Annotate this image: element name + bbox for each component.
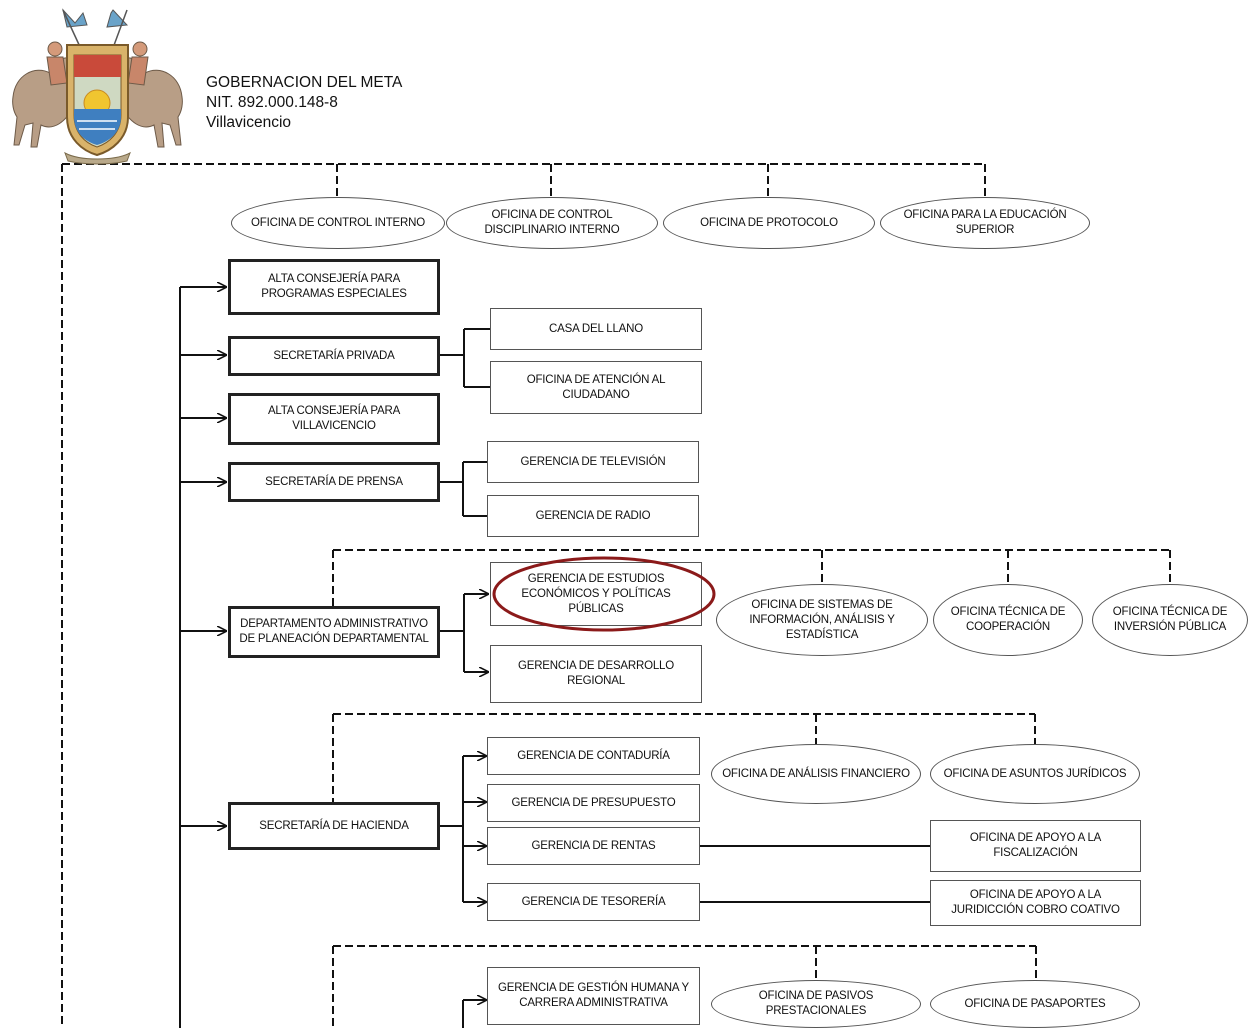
office-label: OFICINA PARA LA EDUCACIÓN SUPERIOR <box>903 209 1067 236</box>
office-cooperacion: OFICINA TÉCNICA DE COOPERACIÓN <box>933 584 1083 656</box>
unit-label: DEPARTAMENTO ADMINISTRATIVO DE PLANEACIÓ… <box>239 618 429 645</box>
unit-gerencia-estudios: GERENCIA DE ESTUDIOS ECONÓMICOS Y POLÍTI… <box>490 562 702 626</box>
office-analisis-financiero: OFICINA DE ANÁLISIS FINANCIERO <box>711 744 921 804</box>
office-apoyo-cobro-coativo: OFICINA DE APOYO A LA JURIDICCIÓN COBRO … <box>930 880 1141 926</box>
unit-label: ALTA CONSEJERÍA PARA PROGRAMAS ESPECIALE… <box>261 273 407 300</box>
unit-alta-consejeria-programas: ALTA CONSEJERÍA PARA PROGRAMAS ESPECIALE… <box>228 259 440 315</box>
office-pasivos-prestacionales: OFICINA DE PASIVOS PRESTACIONALES <box>711 980 921 1028</box>
unit-label: GERENCIA DE GESTIÓN HUMANA Y CARRERA ADM… <box>497 982 689 1009</box>
unit-label: SECRETARÍA DE HACIENDA <box>259 819 409 832</box>
office-label: OFICINA DE CONTROL DISCIPLINARIO INTERNO <box>484 209 620 236</box>
unit-gerencia-tesoreria: GERENCIA DE TESORERÍA <box>487 883 700 921</box>
unit-casa-del-llano: CASA DEL LLANO <box>490 308 702 350</box>
office-label: OFICINA DE ASUNTOS JURÍDICOS <box>943 767 1127 780</box>
office-label: OFICINA DE APOYO A LA FISCALIZACIÓN <box>969 832 1102 859</box>
office-label: OFICINA DE PASIVOS PRESTACIONALES <box>758 990 874 1017</box>
office-label: OFICINA DE ANÁLISIS FINANCIERO <box>722 767 910 780</box>
office-apoyo-fiscalizacion: OFICINA DE APOYO A LA FISCALIZACIÓN <box>930 820 1141 872</box>
unit-label: GERENCIA DE ESTUDIOS ECONÓMICOS Y POLÍTI… <box>521 572 671 615</box>
unit-label: GERENCIA DE RENTAS <box>531 839 656 852</box>
unit-label: GERENCIA DE RADIO <box>535 509 651 522</box>
unit-oficina-atencion-ciudadano: OFICINA DE ATENCIÓN AL CIUDADANO <box>490 361 702 414</box>
unit-label: GERENCIA DE PRESUPUESTO <box>511 796 676 809</box>
office-sistemas-informacion: OFICINA DE SISTEMAS DE INFORMACIÓN, ANÁL… <box>716 584 928 656</box>
unit-label: OFICINA DE ATENCIÓN AL CIUDADANO <box>526 373 666 401</box>
unit-secretaria-privada: SECRETARÍA PRIVADA <box>228 336 440 376</box>
unit-gerencia-presupuesto: GERENCIA DE PRESUPUESTO <box>487 784 700 822</box>
office-asuntos-juridicos: OFICINA DE ASUNTOS JURÍDICOS <box>930 744 1140 804</box>
office-label: OFICINA TÉCNICA DE COOPERACIÓN <box>950 606 1066 633</box>
office-label: OFICINA DE PASAPORTES <box>964 997 1106 1010</box>
unit-gerencia-contaduria: GERENCIA DE CONTADURÍA <box>487 737 700 775</box>
office-inversion-publica: OFICINA TÉCNICA DE INVERSIÓN PÚBLICA <box>1092 584 1248 656</box>
unit-label: GERENCIA DE TESORERÍA <box>521 895 666 908</box>
unit-gerencia-gestion-humana: GERENCIA DE GESTIÓN HUMANA Y CARRERA ADM… <box>487 967 700 1025</box>
unit-label: GERENCIA DE CONTADURÍA <box>517 749 670 762</box>
unit-gerencia-radio: GERENCIA DE RADIO <box>487 495 699 537</box>
office-label: OFICINA DE PROTOCOLO <box>700 216 838 229</box>
unit-label: SECRETARÍA PRIVADA <box>273 349 395 362</box>
office-educacion-superior: OFICINA PARA LA EDUCACIÓN SUPERIOR <box>880 197 1090 249</box>
unit-label: ALTA CONSEJERÍA PARA VILLAVICENCIO <box>267 405 401 432</box>
unit-label: GERENCIA DE TELEVISIÓN <box>520 455 666 468</box>
office-control-interno: OFICINA DE CONTROL INTERNO <box>231 197 445 249</box>
office-protocolo: OFICINA DE PROTOCOLO <box>663 197 875 249</box>
city-name: Villavicencio <box>206 114 292 131</box>
office-label: OFICINA TÉCNICA DE INVERSIÓN PÚBLICA <box>1112 606 1228 633</box>
unit-departamento-planeacion: DEPARTAMENTO ADMINISTRATIVO DE PLANEACIÓ… <box>228 606 440 658</box>
office-control-disciplinario: OFICINA DE CONTROL DISCIPLINARIO INTERNO <box>446 197 658 249</box>
unit-secretaria-prensa: SECRETARÍA DE PRENSA <box>228 462 440 502</box>
unit-gerencia-desarrollo: GERENCIA DE DESARROLLO REGIONAL <box>490 645 702 703</box>
unit-label: SECRETARÍA DE PRENSA <box>265 475 403 488</box>
office-pasaportes: OFICINA DE PASAPORTES <box>930 980 1140 1028</box>
unit-secretaria-hacienda: SECRETARÍA DE HACIENDA <box>228 802 440 850</box>
office-label: OFICINA DE SISTEMAS DE INFORMACIÓN, ANÁL… <box>749 598 895 641</box>
coat-of-arms-logo <box>12 8 183 165</box>
office-label: OFICINA DE APOYO A LA JURIDICCIÓN COBRO … <box>951 889 1120 916</box>
highlight-ellipse <box>492 556 716 632</box>
unit-gerencia-television: GERENCIA DE TELEVISIÓN <box>487 441 699 483</box>
unit-label: CASA DEL LLANO <box>549 322 643 335</box>
unit-alta-consejeria-villavicencio: ALTA CONSEJERÍA PARA VILLAVICENCIO <box>228 393 440 445</box>
organization-name: GOBERNACION DEL META <box>206 74 403 91</box>
header: GOBERNACION DEL META NIT. 892.000.148-8 … <box>206 73 402 133</box>
unit-gerencia-rentas: GERENCIA DE RENTAS <box>487 827 700 865</box>
tax-id: NIT. 892.000.148-8 <box>206 94 338 111</box>
unit-label: GERENCIA DE DESARROLLO REGIONAL <box>517 660 674 687</box>
office-label: OFICINA DE CONTROL INTERNO <box>251 216 425 229</box>
